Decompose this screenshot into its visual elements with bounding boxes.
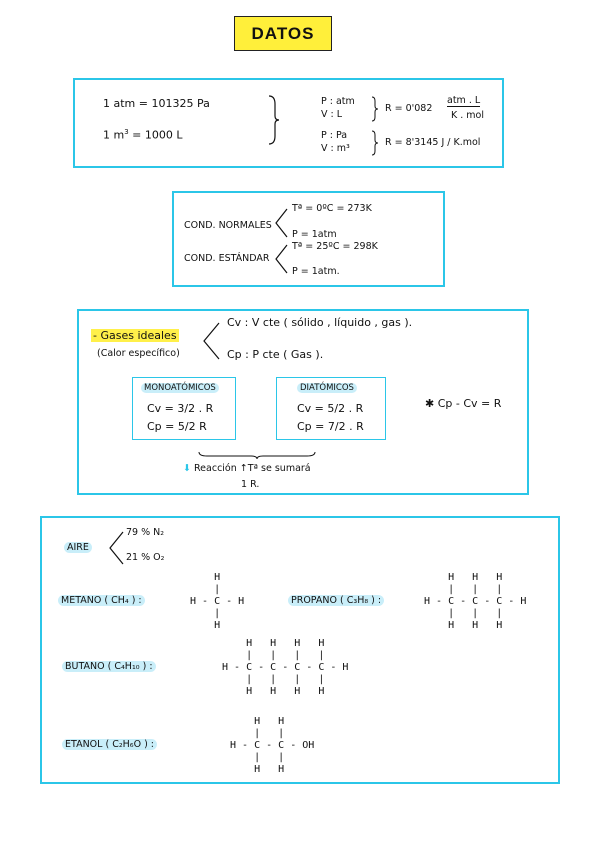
angle-icon-2: [275, 244, 288, 274]
molecules-box: AIRE 79 % N₂ 21 % O₂ METANO ( CH₄ ) : H …: [40, 516, 560, 784]
monoatomic-title: MONOATÓMICOS: [141, 383, 219, 393]
butane-label: BUTANO ( C₄H₁₀ ) :: [62, 661, 156, 672]
angle-icon-3: [203, 322, 220, 360]
propane-structure: H H H | | | H - C - C - C - H | | | H H …: [424, 572, 527, 631]
propane-label: PROPANO ( C₃H₈ ) :: [288, 595, 385, 606]
under-brace-icon: [198, 451, 316, 460]
cv-definition: Cv : V cte ( sólido , líquido , gas ).: [227, 316, 413, 329]
diatomic-cp: Cp = 7/2 . R: [297, 420, 364, 433]
set1-v: V : L: [321, 109, 343, 120]
m3-prefix: 1 m: [103, 128, 125, 142]
diatomic-box: DIATÓMICOS Cv = 5/2 . R Cp = 7/2 . R: [276, 377, 386, 440]
units-box: 1 atm = 101325 Pa 1 m3 = 1000 L P : atm …: [73, 78, 504, 168]
angle-icon-4: [109, 531, 124, 565]
gases-label: - Gases ideales: [91, 329, 179, 342]
m3-conversion: 1 m3 = 1000 L: [103, 128, 183, 142]
cp-cv-relation: ✱ Cp - Cv = R: [425, 397, 502, 410]
monoatomic-cp: Cp = 5/2 R: [147, 420, 207, 433]
reaction-note: ⬇ Reacción ↑Tª se sumará: [183, 463, 311, 474]
normal-pressure: P = 1atm: [292, 229, 337, 240]
gases-box: - Gases ideales (Calor específico) Cv : …: [77, 309, 529, 495]
set1-p: P : atm: [321, 96, 355, 107]
brace-icon: [268, 95, 280, 145]
ethanol-structure: H H | | H - C - C - OH | | H H: [230, 716, 315, 775]
standard-label: COND. ESTÁNDAR: [184, 253, 270, 264]
gases-sublabel: (Calor específico): [97, 348, 180, 359]
butane-structure: H H H H | | | | H - C - C - C - C - H | …: [222, 638, 349, 697]
diatomic-cv: Cv = 5/2 . R: [297, 402, 364, 415]
normal-temperature: Tª = 0ºC = 273K: [292, 203, 372, 214]
air-label: AIRE: [64, 542, 92, 553]
small-brace-icon-2: [371, 130, 379, 156]
set2-v: V : m³: [321, 143, 350, 154]
monoatomic-box: MONOATÓMICOS Cv = 3/2 . R Cp = 5/2 R: [132, 377, 236, 440]
set1-r-den: K . mol: [451, 110, 484, 121]
diatomic-title: DIATÓMICOS: [297, 383, 357, 393]
small-brace-icon: [371, 96, 379, 122]
standard-pressure: P = 1atm.: [292, 266, 340, 277]
m3-exponent: 3: [124, 128, 129, 136]
air-n2: 79 % N₂: [126, 527, 165, 538]
page-title: DATOS: [234, 16, 332, 51]
atm-conversion: 1 atm = 101325 Pa: [103, 97, 210, 110]
arrow-down-icon: ⬇: [183, 463, 191, 474]
monoatomic-cv: Cv = 3/2 . R: [147, 402, 214, 415]
air-o2: 21 % O₂: [126, 552, 165, 563]
ethanol-label: ETANOL ( C₂H₆O ) :: [62, 739, 158, 750]
normal-label: COND. NORMALES: [184, 220, 272, 231]
set2-p: P : Pa: [321, 130, 348, 141]
reaction-note-line1: Reacción ↑Tª se sumará: [194, 463, 311, 474]
methane-structure: H | H - C - H | H: [190, 572, 245, 631]
angle-icon: [275, 208, 288, 238]
set1-r-prefix: R = 0'082: [385, 103, 433, 114]
m3-suffix: = 1000 L: [128, 128, 183, 142]
methane-label: METANO ( CH₄ ) :: [58, 595, 145, 606]
conditions-box: COND. NORMALES Tª = 0ºC = 273K P = 1atm …: [172, 191, 445, 287]
standard-temperature: Tª = 25ºC = 298K: [292, 241, 378, 252]
cp-definition: Cp : P cte ( Gas ).: [227, 348, 324, 361]
set2-r: R = 8'3145 J / K.mol: [385, 137, 481, 148]
reaction-note-line2: 1 R.: [241, 479, 260, 490]
set1-r-num: atm . L: [447, 95, 481, 107]
